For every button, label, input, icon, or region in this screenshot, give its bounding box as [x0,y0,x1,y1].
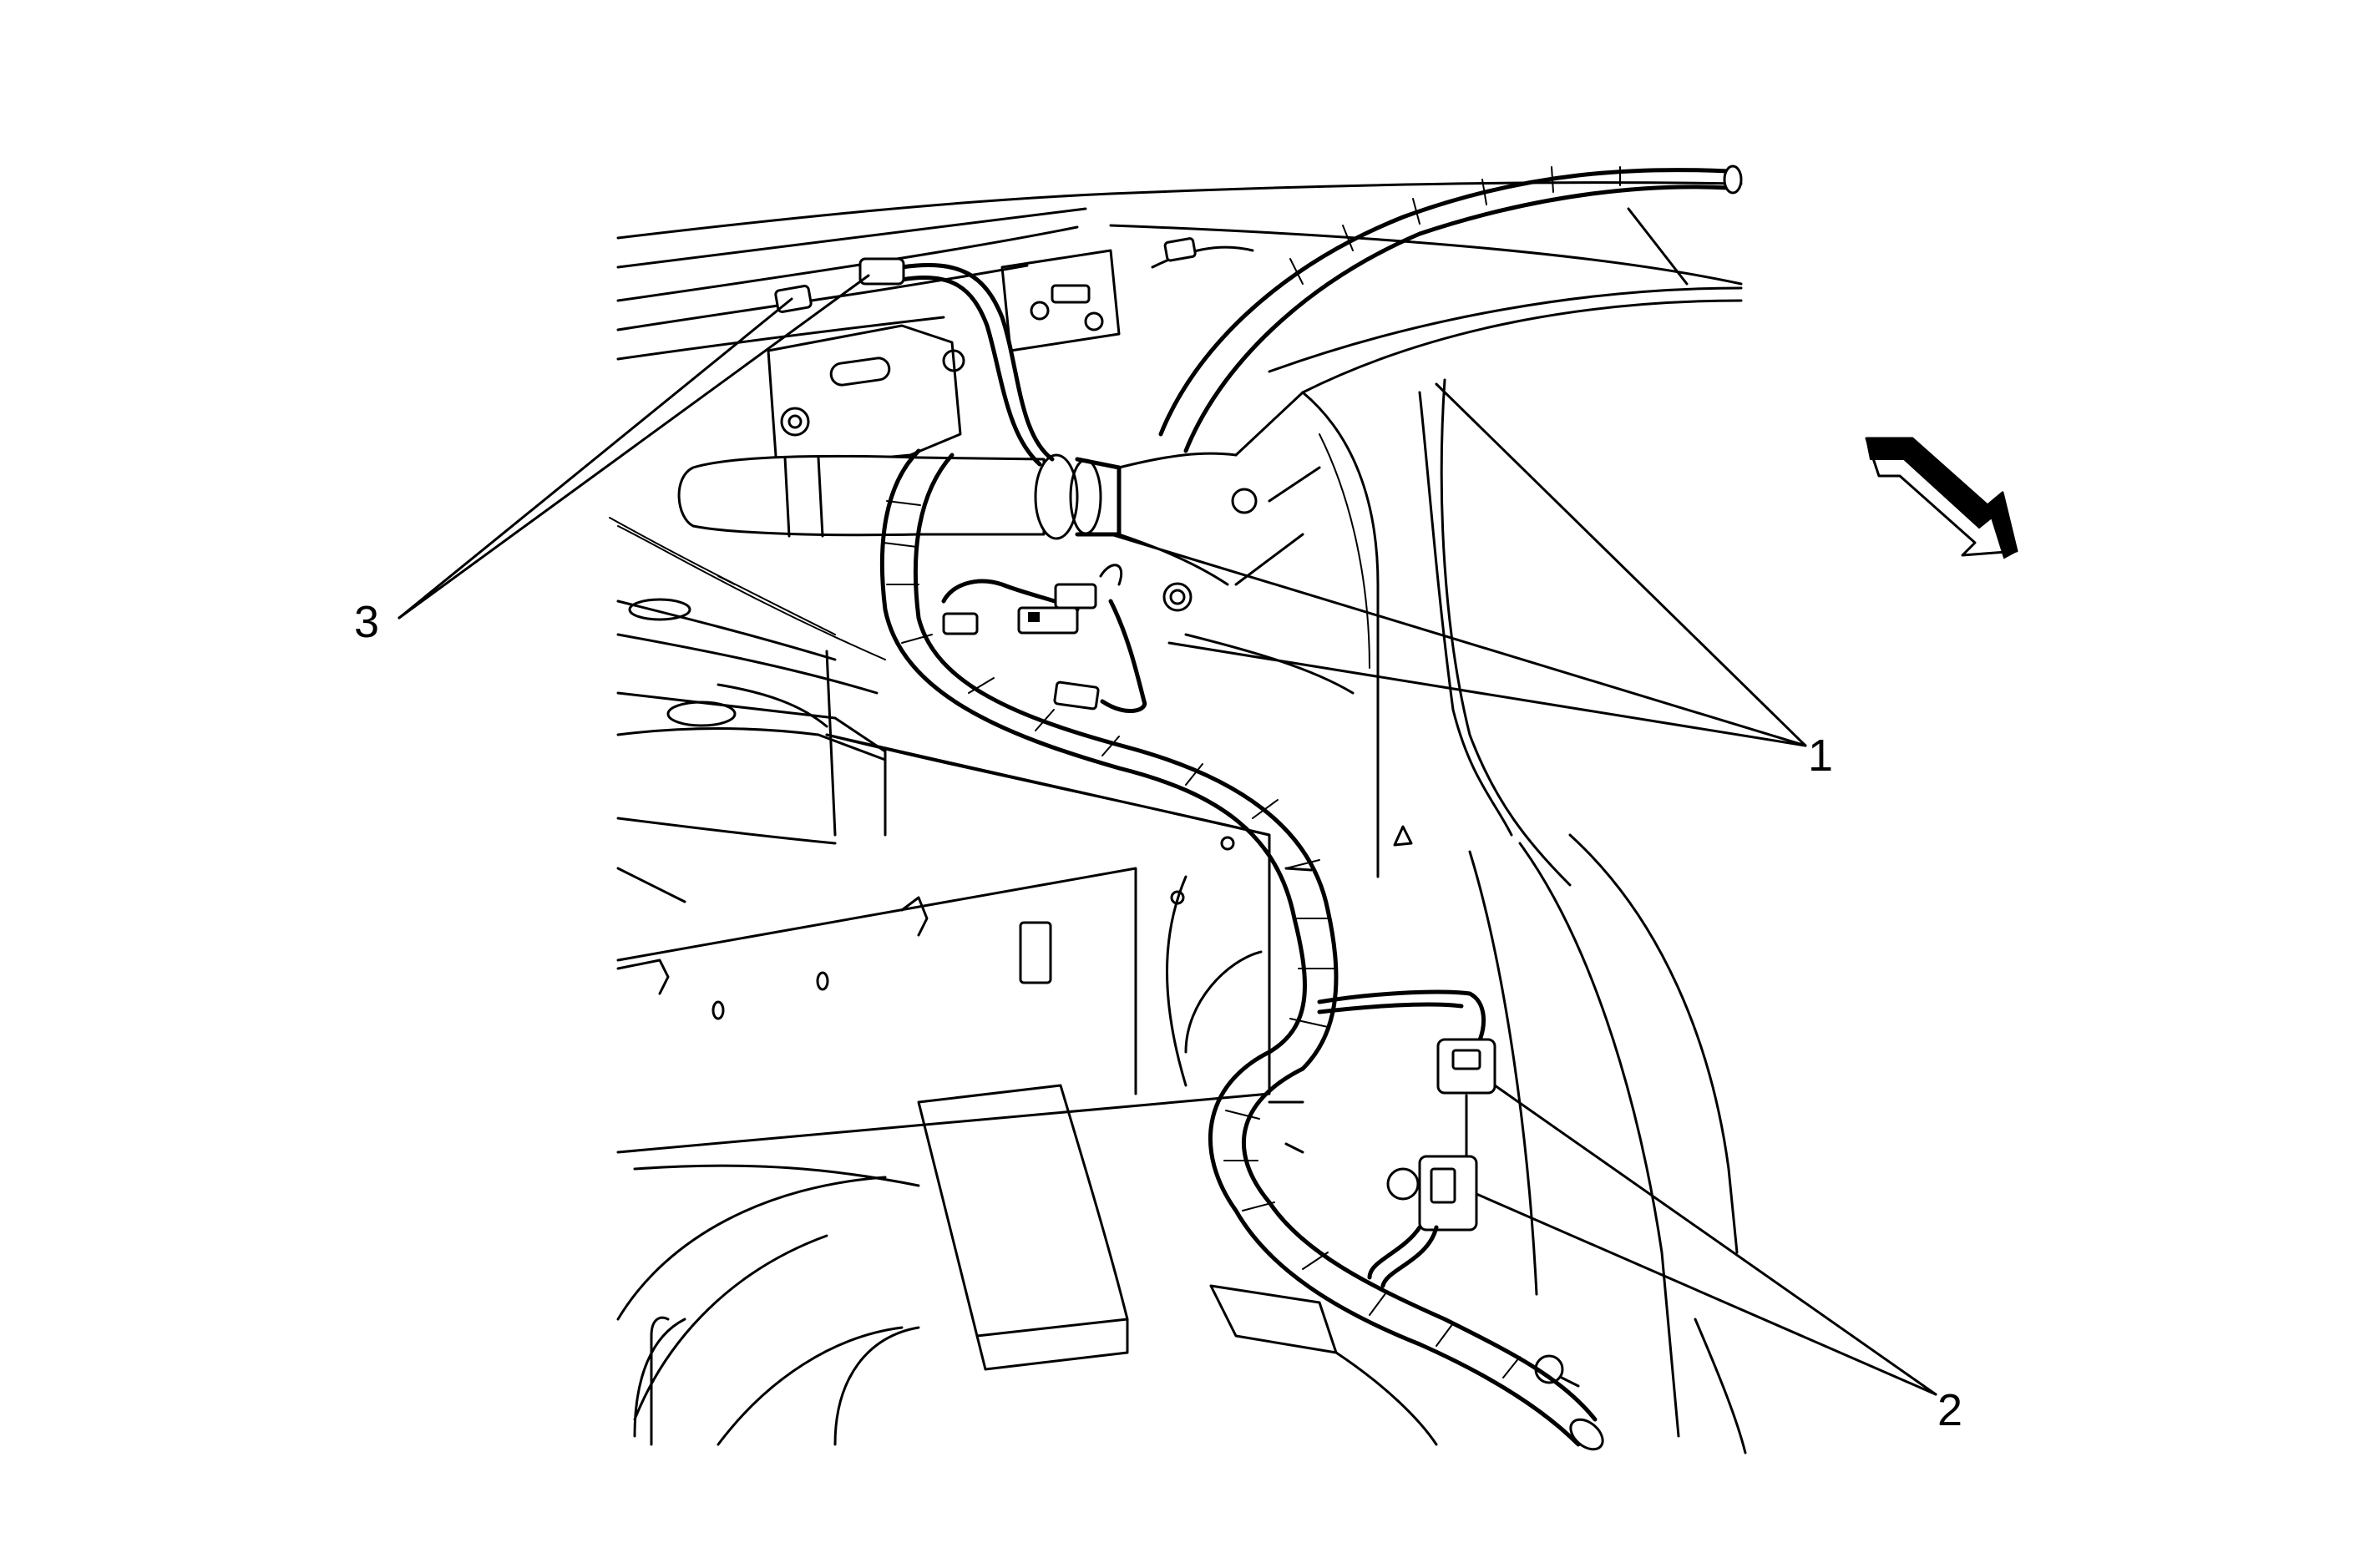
cross-tube [677,453,1122,540]
fasteners [609,517,1413,872]
leader-1-b [1167,641,1807,747]
wheel-arch [616,1164,1438,1446]
leader-2-a [1493,1084,1937,1396]
callout-label-2: 2 [1937,1385,1963,1435]
clip-harness [774,257,1055,467]
center-connectors [941,564,1147,714]
upper-bracket [767,249,1121,469]
quarter-panel-lines [1301,378,1747,1454]
view-direction-arrow-icon [1865,437,2018,559]
leader-lines [398,274,1937,1396]
main-wiring-harness [879,448,1604,1451]
lower-frame [616,733,1271,1154]
inner-panel-structure [616,598,887,903]
leader-3-a [398,274,870,620]
leader-3-b [398,297,793,620]
roof-panel-lines [616,181,1743,394]
leader-2-b [1475,1192,1937,1396]
roof-harness [1151,164,1743,453]
callout-label-1: 1 [1808,731,1834,781]
leader-1-a [1109,533,1807,747]
right-connectors [1284,989,1580,1388]
center-mechanism [1117,391,1355,695]
leader-1-c [1435,382,1807,747]
lower-panels [917,875,1338,1371]
callout-label-3: 3 [354,597,380,647]
